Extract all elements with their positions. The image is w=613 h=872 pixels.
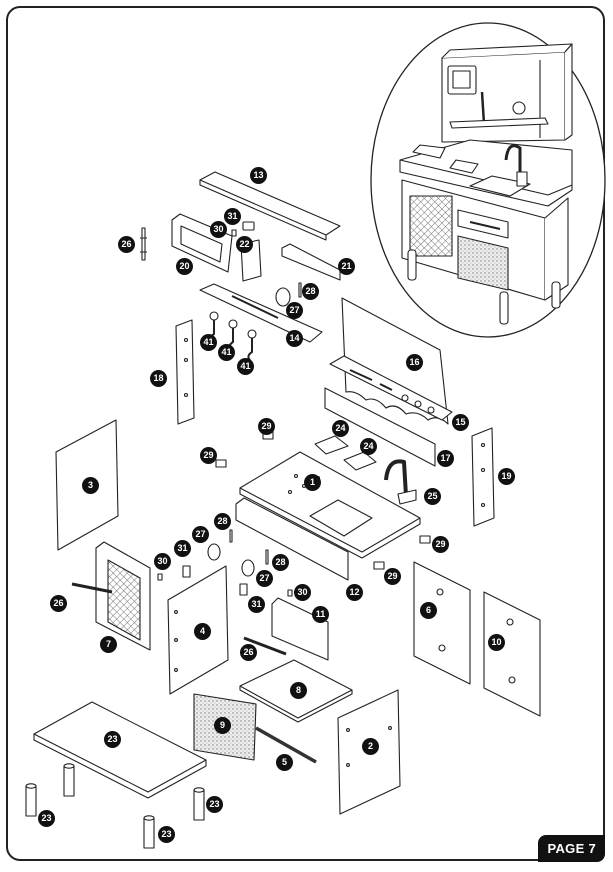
part-number-callout: 26 (118, 236, 135, 253)
part-number-callout: 28 (302, 283, 319, 300)
part-number-callout: 17 (437, 450, 454, 467)
part-18-shape (175, 319, 195, 425)
part-number-callout: 22 (236, 236, 253, 253)
part-number-callout: 9 (214, 717, 231, 734)
part-number-callout: 31 (224, 208, 241, 225)
part-number-callout: 23 (206, 796, 223, 813)
part-number-callout: 5 (276, 754, 293, 771)
part-6a-shape (413, 561, 471, 685)
part-number-callout: 12 (346, 584, 363, 601)
part-number-callout: 19 (498, 468, 515, 485)
part-19-shape (471, 427, 495, 527)
part-number-callout: 29 (258, 418, 275, 435)
part-number-callout: 16 (406, 354, 423, 371)
part-number-callout: 10 (488, 634, 505, 651)
page-border (6, 6, 605, 861)
part-number-callout: 28 (272, 554, 289, 571)
part-number-callout: 27 (256, 570, 273, 587)
part-number-callout: 29 (432, 536, 449, 553)
assembled-kitchen-inset (370, 22, 606, 338)
part-number-callout: 3 (82, 477, 99, 494)
part-number-callout: 7 (100, 636, 117, 653)
part-number-callout: 21 (338, 258, 355, 275)
part-14-shape (199, 283, 323, 343)
part-number-callout: 27 (286, 302, 303, 319)
page-number: PAGE 7 (538, 835, 605, 862)
part-number-callout: 14 (286, 330, 303, 347)
part-number-callout: 25 (424, 488, 441, 505)
part-number-callout: 41 (218, 344, 235, 361)
part-number-callout: 15 (452, 414, 469, 431)
part-number-callout: 26 (50, 595, 67, 612)
part-number-callout: 20 (176, 258, 193, 275)
part-number-callout: 2 (362, 738, 379, 755)
part-number-callout: 41 (200, 334, 217, 351)
part-16-shape (341, 297, 449, 425)
part-number-callout: 29 (384, 568, 401, 585)
part-number-callout: 23 (38, 810, 55, 827)
part-number-callout: 8 (290, 682, 307, 699)
part-13-shape (199, 171, 341, 236)
part-number-callout: 30 (154, 553, 171, 570)
part-number-callout: 18 (150, 370, 167, 387)
part-number-callout: 28 (214, 513, 231, 530)
part-number-callout: 31 (174, 540, 191, 557)
part-number-callout: 30 (294, 584, 311, 601)
part-number-callout: 13 (250, 167, 267, 184)
part-number-callout: 26 (240, 644, 257, 661)
part-6b-shape (483, 591, 541, 717)
part-number-callout: 31 (248, 596, 265, 613)
part-number-callout: 11 (312, 606, 329, 623)
part-number-callout: 41 (237, 358, 254, 375)
part-number-callout: 23 (104, 731, 121, 748)
part-number-callout: 27 (192, 526, 209, 543)
part-number-callout: 29 (200, 447, 217, 464)
legs (25, 763, 205, 849)
part-number-callout: 6 (420, 602, 437, 619)
part-number-callout: 24 (360, 438, 377, 455)
part-number-callout: 4 (194, 623, 211, 640)
part-number-callout: 1 (304, 474, 321, 491)
part-number-callout: 24 (332, 420, 349, 437)
part-number-callout: 30 (210, 221, 227, 238)
part-2-shape (33, 701, 207, 793)
part-number-callout: 23 (158, 826, 175, 843)
